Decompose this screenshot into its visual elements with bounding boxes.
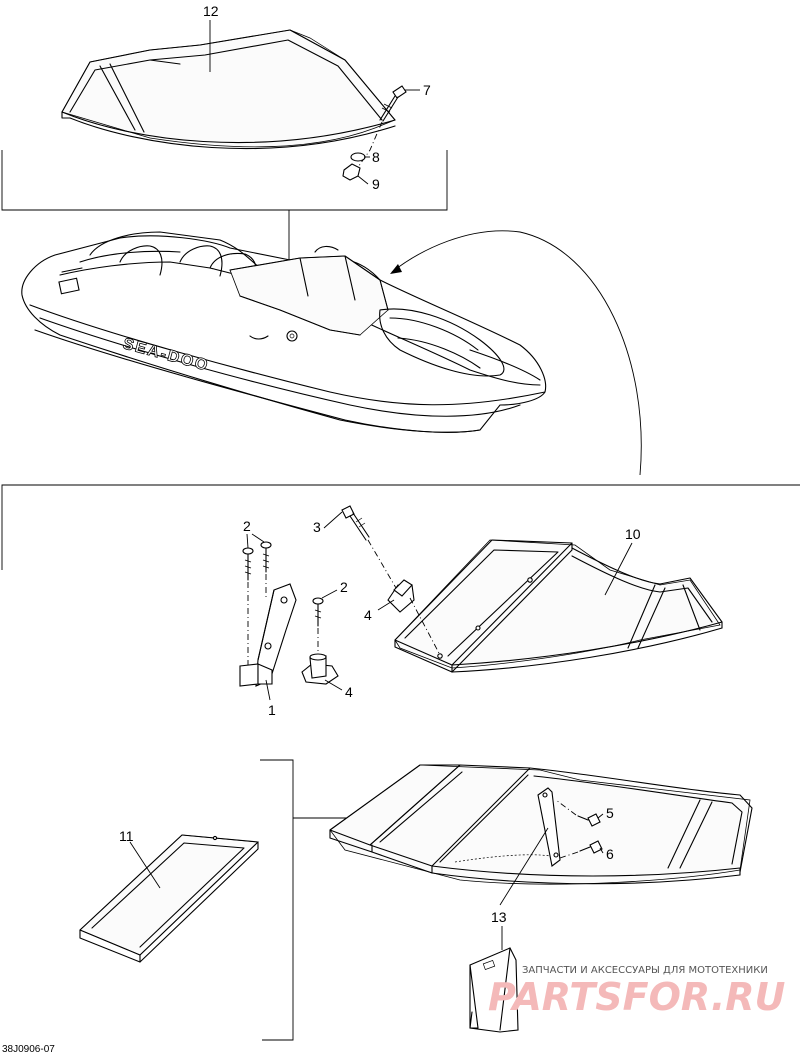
callout-5: 5 <box>606 805 614 821</box>
screw-2-left <box>242 547 254 581</box>
watermark-subtitle: ЗАПЧАСТИ И АКСЕССУАРЫ ДЛЯ МОТОТЕХНИКИ <box>522 965 768 976</box>
bracket-1 <box>239 583 297 687</box>
callout-12: 12 <box>203 3 219 19</box>
callout-10: 10 <box>625 526 641 542</box>
bracket-4-upper <box>387 579 415 613</box>
callout-8: 8 <box>372 149 380 165</box>
washer-8 <box>350 152 366 162</box>
side-panel-11 <box>79 834 259 963</box>
callout-4b: 4 <box>345 684 353 700</box>
windshield-assembly-lower <box>329 764 753 885</box>
windshield-10 <box>394 539 723 673</box>
callout-9: 9 <box>372 176 380 192</box>
callout-2a: 2 <box>243 518 251 534</box>
callout-11: 11 <box>119 828 134 844</box>
bracket-4-lower <box>301 653 339 685</box>
windshield-top <box>61 29 396 150</box>
callout-3: 3 <box>313 519 321 535</box>
drawing-code: 38J0906-07 <box>2 1044 55 1055</box>
nut-9 <box>342 163 361 181</box>
screw-2-right <box>260 541 272 573</box>
screw-2-middle <box>312 597 324 627</box>
screw-5 <box>577 813 601 827</box>
screw-7 <box>379 85 407 122</box>
callout-2b: 2 <box>340 579 348 595</box>
callout-13: 13 <box>491 909 507 925</box>
screw-3 <box>341 505 370 541</box>
callout-1: 1 <box>268 702 276 718</box>
callout-6: 6 <box>606 846 614 862</box>
callout-7: 7 <box>423 82 431 98</box>
boat-illustration: SEA-DOO <box>21 231 547 433</box>
screw-6 <box>579 840 603 854</box>
storage-bag-13 <box>469 947 519 1033</box>
callout-4a: 4 <box>364 607 372 623</box>
watermark-brand: PARTSFOR.RU <box>488 975 786 1019</box>
